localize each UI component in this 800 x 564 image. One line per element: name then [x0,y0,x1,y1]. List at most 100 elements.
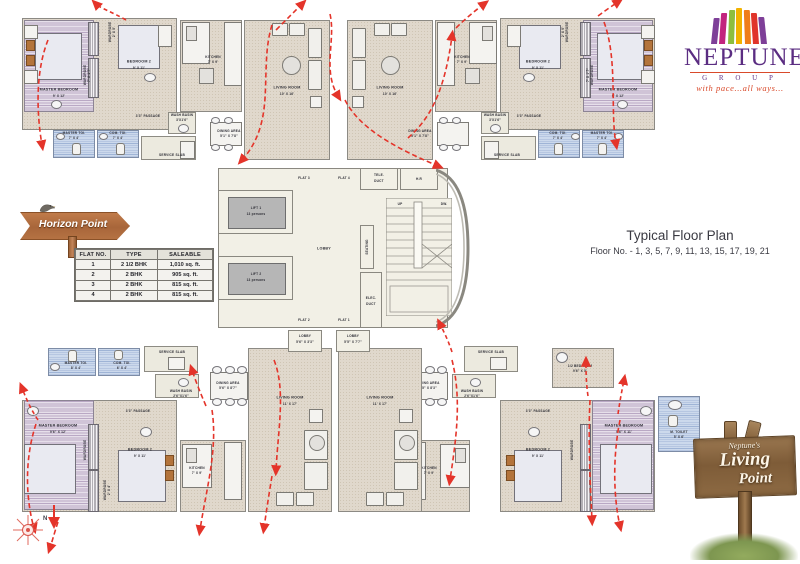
service-fixture-tl [180,141,195,159]
brand-name: NEPTUNE [684,44,800,71]
wardrobe-bl-b [88,470,99,512]
dining-chair-tl-2 [224,117,233,124]
table-row: 1 2 1/2 BHK 1,010 sq. ft. [75,259,213,271]
dining-table-bl [210,372,248,400]
stool-br-2 [528,427,540,437]
label-lift1-capacity: 13 persons [246,212,266,216]
label-lobby: LOBBY [317,246,331,251]
corner-table-tl [310,96,322,108]
brand-group-label: G R O U P [702,74,778,83]
sofa-br-4 [386,492,404,506]
label-bedroom2-tr: BEDROOM 2 [525,59,551,64]
cell-flat-no-4: 4 [75,289,111,301]
service-fixture-tr [484,141,499,159]
th-flat-no: FLAT NO. [75,248,111,261]
label-wash-basin-tl: WASH BASIN [170,113,194,117]
room-elec-duct [360,272,382,328]
label-master-toilet-tl: MASTER TOI. [62,131,86,135]
lift-car-1 [228,197,286,229]
label-dining-br: DINING AREA [416,381,440,385]
label-wash-basin-dim-br: 2'6"X1'6" [464,394,480,398]
cell-saleable-2: 905 sq. ft. [157,269,213,281]
tv-unit-bl [309,409,323,423]
table-row: 4 2 BHK 815 sq. ft. [75,289,213,301]
label-entry-lobby-bl: LOBBY [298,334,312,338]
flag-stripe-4 [736,8,743,44]
label-common-toilet-dim-bl: 6' X 4' [116,366,128,370]
label-service-slab-tl: SERVICE SLAB [159,153,185,157]
label-lift2-capacity: 13 persons [246,278,266,282]
side-table-tl-1 [26,40,35,51]
cell-type-3: 2 BHK [110,279,158,291]
label-wash-basin-dim-tr: 3'X1'6" [489,118,501,122]
page-title: Typical Floor Plan [626,228,734,243]
table-header-row: FLAT NO. TYPE SALEABLE [75,248,213,261]
label-m-toilet-br: M. TOILET [670,430,688,434]
room-wash-basin-bl [155,374,199,398]
label-stair-up: UP [397,202,403,206]
label-kitchen-tr: KITCHEN [454,55,470,59]
wardrobe-br-a [580,424,591,470]
horizon-point-label: Horizon Point [38,218,108,230]
wardrobe-tr-a [580,22,591,56]
cell-saleable-1: 1,010 sq. ft. [157,259,213,271]
label-wash-basin-tr: WASH BASIN [483,113,507,117]
stool-bl-2 [140,427,152,437]
label-dining-dim-bl: 5'6" X 8'7" [219,386,237,390]
sofa-br-2 [394,462,418,490]
dining-chair-bl-2 [225,366,235,374]
compass-north-label: N [43,516,48,522]
living-point-grass [690,533,798,560]
cell-saleable-3: 815 sq. ft. [157,279,213,291]
label-entry-lobby-dim-br: 5'5" X 7'7" [344,340,362,344]
label-master-bedroom-br: MASTER BEDROOM [604,423,644,428]
sofa-bl-2 [304,462,328,490]
label-master-toilet-dim-tl: 7' X 4' [68,136,80,140]
window-seat-tr-2 [641,70,655,84]
label-wash-basin-dim-tl: 3'X1'6" [176,118,188,122]
bedside-unit-tl [158,25,172,47]
m-toilet-basin-br [668,400,682,410]
bed-furniture-bl-2 [118,450,166,502]
flag-stripe-5 [743,10,751,44]
cell-flat-no-3: 3 [75,279,111,291]
dresser-stool-tl [51,100,62,109]
side-table-br-2 [506,470,515,481]
neptune-logo: NEPTUNE G R O U P with pace...all ways..… [684,8,800,104]
label-dining-tl: DINING AREA [217,129,241,133]
dining-table-tr [437,122,469,146]
wardrobe-tr-b [580,58,591,98]
th-saleable: SALEABLE [157,248,213,261]
horizon-point-sign[interactable]: Horizon Point [18,198,140,258]
m-toilet-wc-br [668,415,678,427]
label-bedroom2-dim-tr: 9' X 11' [531,66,545,70]
dining-chair-br-3 [437,366,447,374]
living-point-line3: Point [738,470,773,488]
bird-icon [39,204,56,212]
kitchen-appliance-br [455,448,466,463]
label-half-bedroom-br: 1/2 BEDROOM [567,364,593,368]
dining-chair-br-6 [437,398,447,406]
wc-bl-1 [50,363,60,371]
sofa-tl-2 [289,23,305,36]
label-common-toilet-tr: COM. TOI. [549,131,567,135]
room-wash-basin-tr [481,112,509,134]
living-point-sign[interactable]: Neptune's Living Point [690,415,798,560]
half-bedroom-stool-br [556,352,568,363]
flag-stripe-2 [719,13,728,44]
bed-furniture-br [600,444,652,494]
label-flat3: FLAT 3 [298,176,310,180]
corner-table-tr [352,96,364,108]
wardrobe-tl-a [88,22,99,56]
label-wash-basin-bl: WASH BASIN [169,389,193,393]
bed-furniture-tr [597,33,644,80]
label-dining-dim-tl: 5'1" X 7'8" [220,134,238,138]
label-wash-basin-dim-bl: 2'6"X1'6" [173,394,189,398]
label-service-slab-br: SERVICE SLAB [478,350,504,354]
plan-title-block: Typical Floor Plan Floor No. - 1, 3, 5, … [560,228,800,256]
sofa-tl-1 [272,23,288,36]
label-flat2: FLAT 2 [298,318,310,322]
stool-tr-2 [523,73,535,82]
